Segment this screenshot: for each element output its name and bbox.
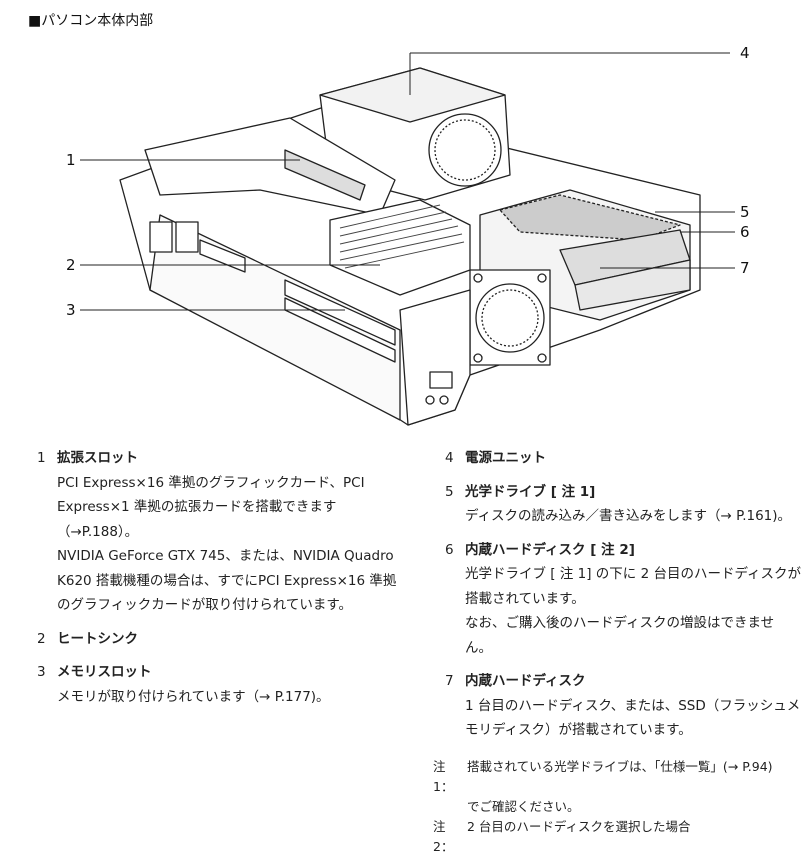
item-text: なお、ご購入後のハードディスクの増設はできません。 [465,615,775,656]
item-text: ディスクの読み込み／書き込みをします（→ P.161)。 [465,508,792,524]
callout-2: 2 [66,256,76,274]
psu-top [319,67,506,123]
note-text: 2 台目のハードディスクを選択した場合 [467,819,691,834]
callout-7: 7 [740,259,750,277]
pc-interior-illustration [80,52,735,426]
item-number: 3 [37,664,46,680]
note-1: 注 1： 搭載されている光学ドライブは、「仕様一覧」(→ P.94) [433,757,803,797]
item-text: 1 台目のハードディスク、または、SSD（フラッシュメモリディスク）が搭載されて… [465,697,801,739]
note-2: 注 2： 2 台目のハードディスクを選択した場合 [433,817,803,857]
footnotes: 注 1： 搭載されている光学ドライブは、「仕様一覧」(→ P.94) でご確認く… [433,757,803,857]
item-internal-hdd-2: 6 内蔵ハードディスク [ 注 2] 光学ドライブ [ 注 1] の下に 2 台… [445,538,801,661]
psu-fan [428,113,502,187]
item-power-supply: 4 電源ユニット [445,446,801,471]
item-internal-hdd-1: 7 内蔵ハードディスク 1 台目のハードディスク、または、SSD（フラッシュメモ… [445,669,801,743]
leader-4 [409,52,730,95]
callout-6: 6 [740,223,750,241]
item-text: PCI Express×16 準拠のグラフィックカード、PCI Express×… [57,474,365,540]
item-number: 1 [37,450,46,466]
item-title: 拡張スロット [57,450,138,466]
item-title: 内蔵ハードディスク [ 注 2] [465,541,635,558]
note-1-continued: でご確認ください。 [467,799,580,814]
item-number: 5 [445,483,454,500]
description-column-right: 4 電源ユニット 5 光学ドライブ [ 注 1] ディスクの読み込み／書き込みを… [445,446,801,752]
item-text: メモリが取り付けられています（→ P.177)。 [57,688,330,705]
dimm-slot [199,239,246,273]
note-text: 搭載されている光学ドライブは、「仕様一覧」(→ P.94) [467,759,773,774]
page-title: ■パソコン本体内部 [28,13,154,29]
item-heatsink: 2 ヒートシンク [37,627,397,652]
description-column-left: 1 拡張スロット PCI Express×16 準拠のグラフィックカード、PCI… [37,446,397,718]
item-text: 光学ドライブ [ 注 1] の下に 2 台目のハードディスクが搭載されています。 [465,566,802,607]
item-optical-drive: 5 光学ドライブ [ 注 1] ディスクの読み込み／書き込みをします（→ P.1… [445,480,801,529]
callout-3: 3 [66,301,76,319]
item-title: メモリスロット [57,664,152,680]
callout-1: 1 [66,151,76,169]
callout-5: 5 [740,203,750,221]
item-text: NVIDIA GeForce GTX 745、または、NVIDIA Quadro… [57,548,397,613]
item-number: 7 [445,673,454,689]
memory-slots [284,279,396,346]
item-title: 光学ドライブ [ 注 1] [465,483,596,500]
hdd-shaded [499,194,681,241]
item-title: 電源ユニット [465,450,546,466]
capacitor-block [149,221,173,253]
front-panel [399,289,471,426]
item-title: ヒートシンク [57,630,138,647]
item-expansion-slot: 1 拡張スロット PCI Express×16 準拠のグラフィックカード、PCI… [37,446,397,618]
note-label: 注 1： [433,759,454,794]
item-title: 内蔵ハードディスク [465,673,586,689]
item-number: 4 [445,450,454,466]
item-number: 2 [37,630,46,647]
note-label: 注 2： [433,819,454,854]
item-number: 6 [445,541,454,558]
item-memory-slot: 3 メモリスロット メモリが取り付けられています（→ P.177)。 [37,660,397,709]
callout-4: 4 [740,44,750,62]
